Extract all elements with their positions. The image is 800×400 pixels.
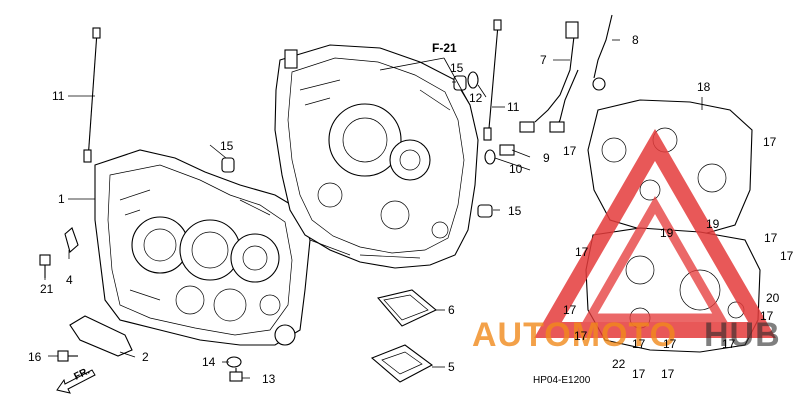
dowel-pin-a — [221, 157, 235, 173]
callout-16: 16 — [28, 350, 42, 364]
callout-14: 14 — [202, 355, 216, 369]
callout-19-a: 19 — [706, 217, 720, 231]
callout-21: 21 — [40, 282, 54, 296]
callout-17-b: 17 — [763, 135, 777, 149]
pin-4 — [64, 227, 79, 253]
callout-17-e: 17 — [780, 249, 794, 263]
callout-10: 10 — [509, 162, 523, 176]
watermark-text-right: HUB — [704, 316, 781, 354]
callout-17-f: 17 — [563, 303, 577, 317]
dowel-pin-c — [477, 204, 493, 218]
callout-8: 8 — [632, 33, 639, 47]
callout-13: 13 — [262, 372, 276, 386]
bolt-16 — [57, 350, 78, 362]
gasket-2 — [69, 315, 133, 357]
callout-11-right: 11 — [507, 100, 520, 114]
callout-17-c: 17 — [764, 231, 778, 245]
callout-11-left: 11 — [52, 89, 65, 103]
callout-17-d: 17 — [575, 245, 589, 259]
callout-17-j: 17 — [663, 337, 677, 351]
callout-12: 12 — [469, 91, 483, 105]
callout-18: 18 — [697, 80, 711, 94]
leader-lines — [44, 39, 703, 379]
stud-bolt-right — [483, 19, 502, 141]
right-crankcase — [274, 44, 479, 269]
callout-17-h: 17 — [574, 329, 588, 343]
watermark-triangle — [534, 129, 776, 338]
callout-1: 1 — [58, 192, 65, 206]
sealing-washer — [467, 71, 479, 89]
callout-20: 20 — [766, 291, 780, 305]
front-direction-label: FR. — [72, 365, 92, 382]
callout-17-m: 17 — [661, 367, 675, 381]
strainer-screen — [376, 289, 438, 327]
watermark-text: AUTOMOTO HUB — [472, 316, 781, 354]
oring-14 — [226, 356, 242, 368]
dowel-pin-b — [453, 75, 467, 91]
callout-17-g: 17 — [760, 309, 774, 323]
callout-17-i: 17 — [632, 337, 646, 351]
callout-6: 6 — [448, 303, 455, 317]
callout-22: 22 — [612, 357, 626, 371]
callout-4: 4 — [66, 273, 73, 287]
watermark-text-left: AUTOMOTO — [472, 316, 677, 354]
callout-7: 7 — [540, 53, 547, 67]
strainer-cover — [370, 344, 434, 383]
callout-15-b: 15 — [450, 61, 464, 75]
watermark-logo — [534, 129, 776, 338]
diagram-code: HP04-E1200 — [533, 375, 591, 386]
left-crankcase — [94, 149, 311, 346]
callout-labels: 11 1 15 F-21 15 12 11 15 7 8 9 10 18 17 … — [28, 33, 794, 386]
callout-15-a: 15 — [220, 139, 234, 153]
callout-5: 5 — [448, 360, 455, 374]
stud-bolt-left — [83, 27, 101, 163]
callout-19-b: 19 — [660, 226, 674, 240]
oil-pipe-assembly — [484, 14, 613, 165]
callout-2: 2 — [142, 350, 149, 364]
callout-17-k: 17 — [722, 337, 736, 351]
front-direction-arrow: FR. — [56, 365, 96, 394]
drain-bolt-13 — [229, 368, 243, 382]
callout-15-c: 15 — [508, 204, 522, 218]
reference-f21: F-21 — [432, 41, 457, 55]
callout-9: 9 — [543, 151, 550, 165]
callout-17-l: 17 — [632, 367, 646, 381]
callout-17-a: 17 — [563, 144, 577, 158]
